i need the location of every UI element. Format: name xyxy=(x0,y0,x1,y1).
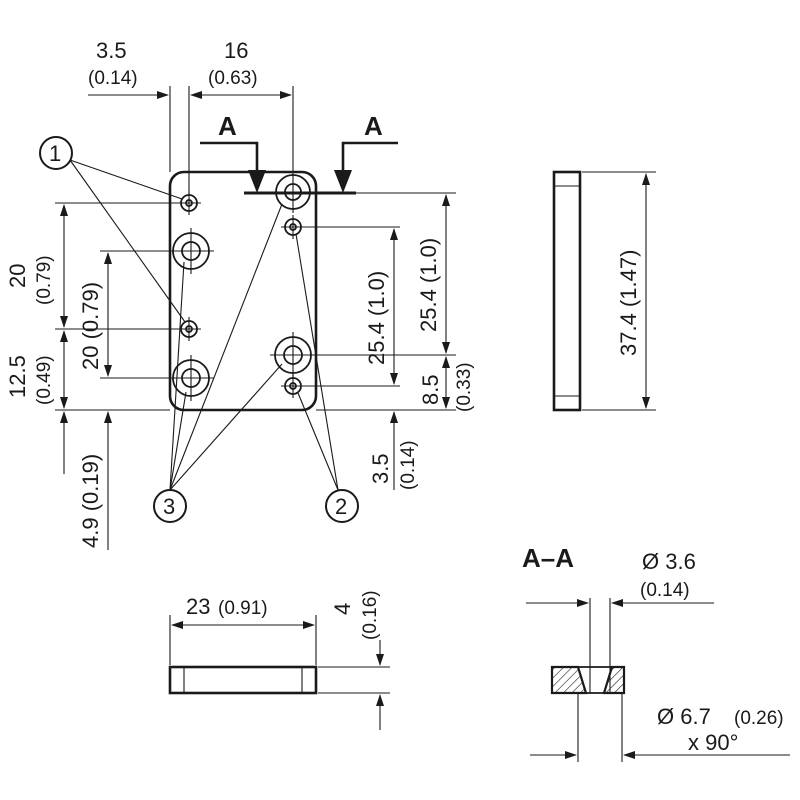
hole-large-left-bottom xyxy=(168,355,214,401)
callout-3: 3 xyxy=(153,203,283,523)
dim-3.5-right: 3.5 xyxy=(368,453,393,484)
dim-0.26: (0.26) xyxy=(734,708,784,729)
svg-text:1: 1 xyxy=(49,141,61,166)
dim-25.4-inner: 25.4 (1.0) xyxy=(364,271,389,365)
section-title: A–A xyxy=(522,543,574,573)
hole-large-left-top xyxy=(168,228,214,274)
dim-dia-6.7: Ø 6.7 xyxy=(657,704,711,729)
dim-left: 20 (0.79) 12.5 (0.49) 4.9 (0.19) 20 (0.7… xyxy=(5,202,178,550)
section-view: A–A Ø 3.6 (0.14) Ø 6.7 (0.26) x 90° xyxy=(522,543,790,762)
dim-0.63: (0.63) xyxy=(208,68,258,89)
svg-text:3: 3 xyxy=(163,494,175,519)
dim-0.14-top: (0.14) xyxy=(88,68,138,89)
dim-0.49: (0.49) xyxy=(34,355,55,405)
dim-0.14-section: (0.14) xyxy=(640,580,690,601)
bottom-view: 23 (0.91) 4 (0.16) xyxy=(168,590,390,730)
dim-12.5: 12.5 xyxy=(5,355,30,398)
side-view: 37.4 (1.47) xyxy=(552,170,656,412)
plate-outline xyxy=(168,170,318,412)
dim-3.5-top: 3.5 xyxy=(96,38,127,63)
dim-angle: x 90° xyxy=(688,730,738,755)
dim-0.79: (0.79) xyxy=(34,255,55,305)
section-line: A A xyxy=(200,111,398,195)
dim-8.5: 8.5 xyxy=(418,374,443,405)
hole-small-right-bottom xyxy=(281,374,305,398)
dim-dia-3.6: Ø 3.6 xyxy=(642,549,696,574)
dim-16: 16 xyxy=(224,38,248,63)
dim-4: 4 xyxy=(330,603,355,615)
dim-4.9: 4.9 (0.19) xyxy=(78,454,103,548)
hole-small-left-middle xyxy=(177,317,201,341)
dim-0.16: (0.16) xyxy=(360,590,381,640)
dim-0.14-right: (0.14) xyxy=(398,440,419,490)
dim-37.4: 37.4 (1.47) xyxy=(616,250,641,356)
dim-top: 3.5 (0.14) 16 (0.63) xyxy=(88,38,294,195)
side-outline xyxy=(552,170,582,412)
svg-text:2: 2 xyxy=(335,494,347,519)
front-view: A A 3.5 (0.14) 16 (0.63) 20 xyxy=(5,38,475,550)
dim-23: 23 xyxy=(186,594,210,619)
dim-0.91: (0.91) xyxy=(218,598,268,619)
callout-2: 2 xyxy=(295,233,359,523)
dim-right: 25.4 (1.0) 25.4 (1.0) 8.5 (0.33) 3.5 (0.… xyxy=(305,192,475,490)
section-label-left: A xyxy=(218,111,237,141)
dim-20-inner: 20 (0.79) xyxy=(78,282,103,370)
dim-25.4-outer: 25.4 (1.0) xyxy=(416,238,441,332)
dim-20: 20 xyxy=(5,264,30,288)
section-label-right: A xyxy=(364,111,383,141)
callout-1: 1 xyxy=(39,136,186,323)
bottom-outline xyxy=(168,665,318,695)
hole-small-right-top xyxy=(281,215,305,239)
dim-0.33: (0.33) xyxy=(454,362,475,412)
hole-large-right-bottom xyxy=(270,332,316,378)
